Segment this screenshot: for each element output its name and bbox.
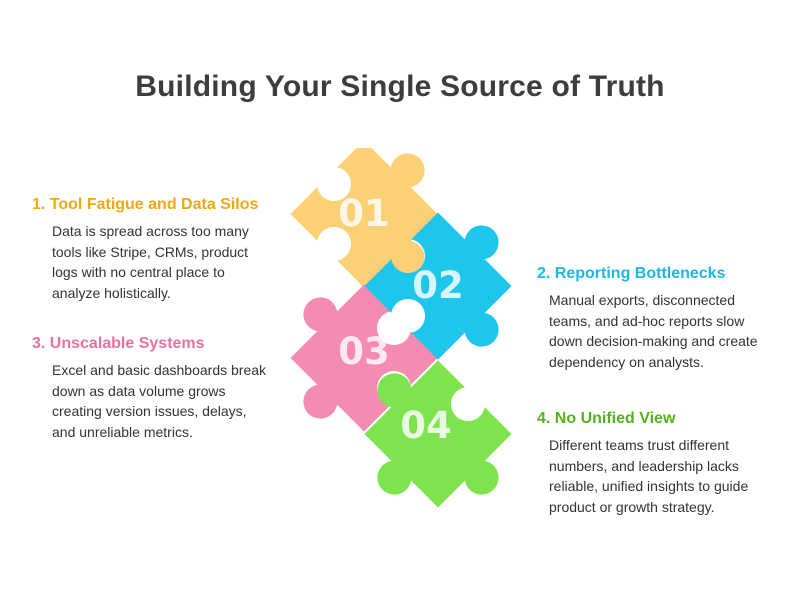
puzzle-graphic: 01 02 03 04 [290,148,512,508]
item-reporting-bottlenecks: 2. Reporting Bottlenecks Manual exports,… [537,264,777,373]
item-unscalable-systems: 3. Unscalable Systems Excel and basic da… [32,334,272,443]
item-heading: 2. Reporting Bottlenecks [537,265,726,282]
piece-number-01: 01 [338,192,390,235]
puzzle-piece-shape [290,148,438,288]
piece-number-04: 04 [400,404,452,447]
puzzle-piece-04 [364,360,512,508]
piece-number-02: 02 [412,264,464,307]
puzzle-piece-shape [290,284,438,432]
piece-number-03: 03 [338,330,390,373]
puzzle-piece-01 [290,148,438,288]
item-description: Different teams trust different numbers,… [549,437,749,516]
puzzle-piece-03 [290,284,438,432]
item-heading: 4. No Unified View [537,410,676,427]
puzzle-piece-shape [364,212,512,360]
puzzle-piece-02 [364,212,512,360]
item-tool-fatigue: 1. Tool Fatigue and Data Silos Data is s… [32,195,272,304]
item-heading: 3. Unscalable Systems [32,335,205,352]
item-description: Data is spread across too many tools lik… [52,223,249,302]
puzzle-piece-shape [364,360,512,508]
page-title: Building Your Single Source of Truth [135,70,665,103]
item-description: Excel and basic dashboards break down as… [52,362,267,441]
item-heading: 1. Tool Fatigue and Data Silos [32,196,259,213]
item-description: Manual exports, disconnected teams, and … [549,292,758,371]
item-no-unified-view: 4. No Unified View Different teams trust… [537,409,777,518]
